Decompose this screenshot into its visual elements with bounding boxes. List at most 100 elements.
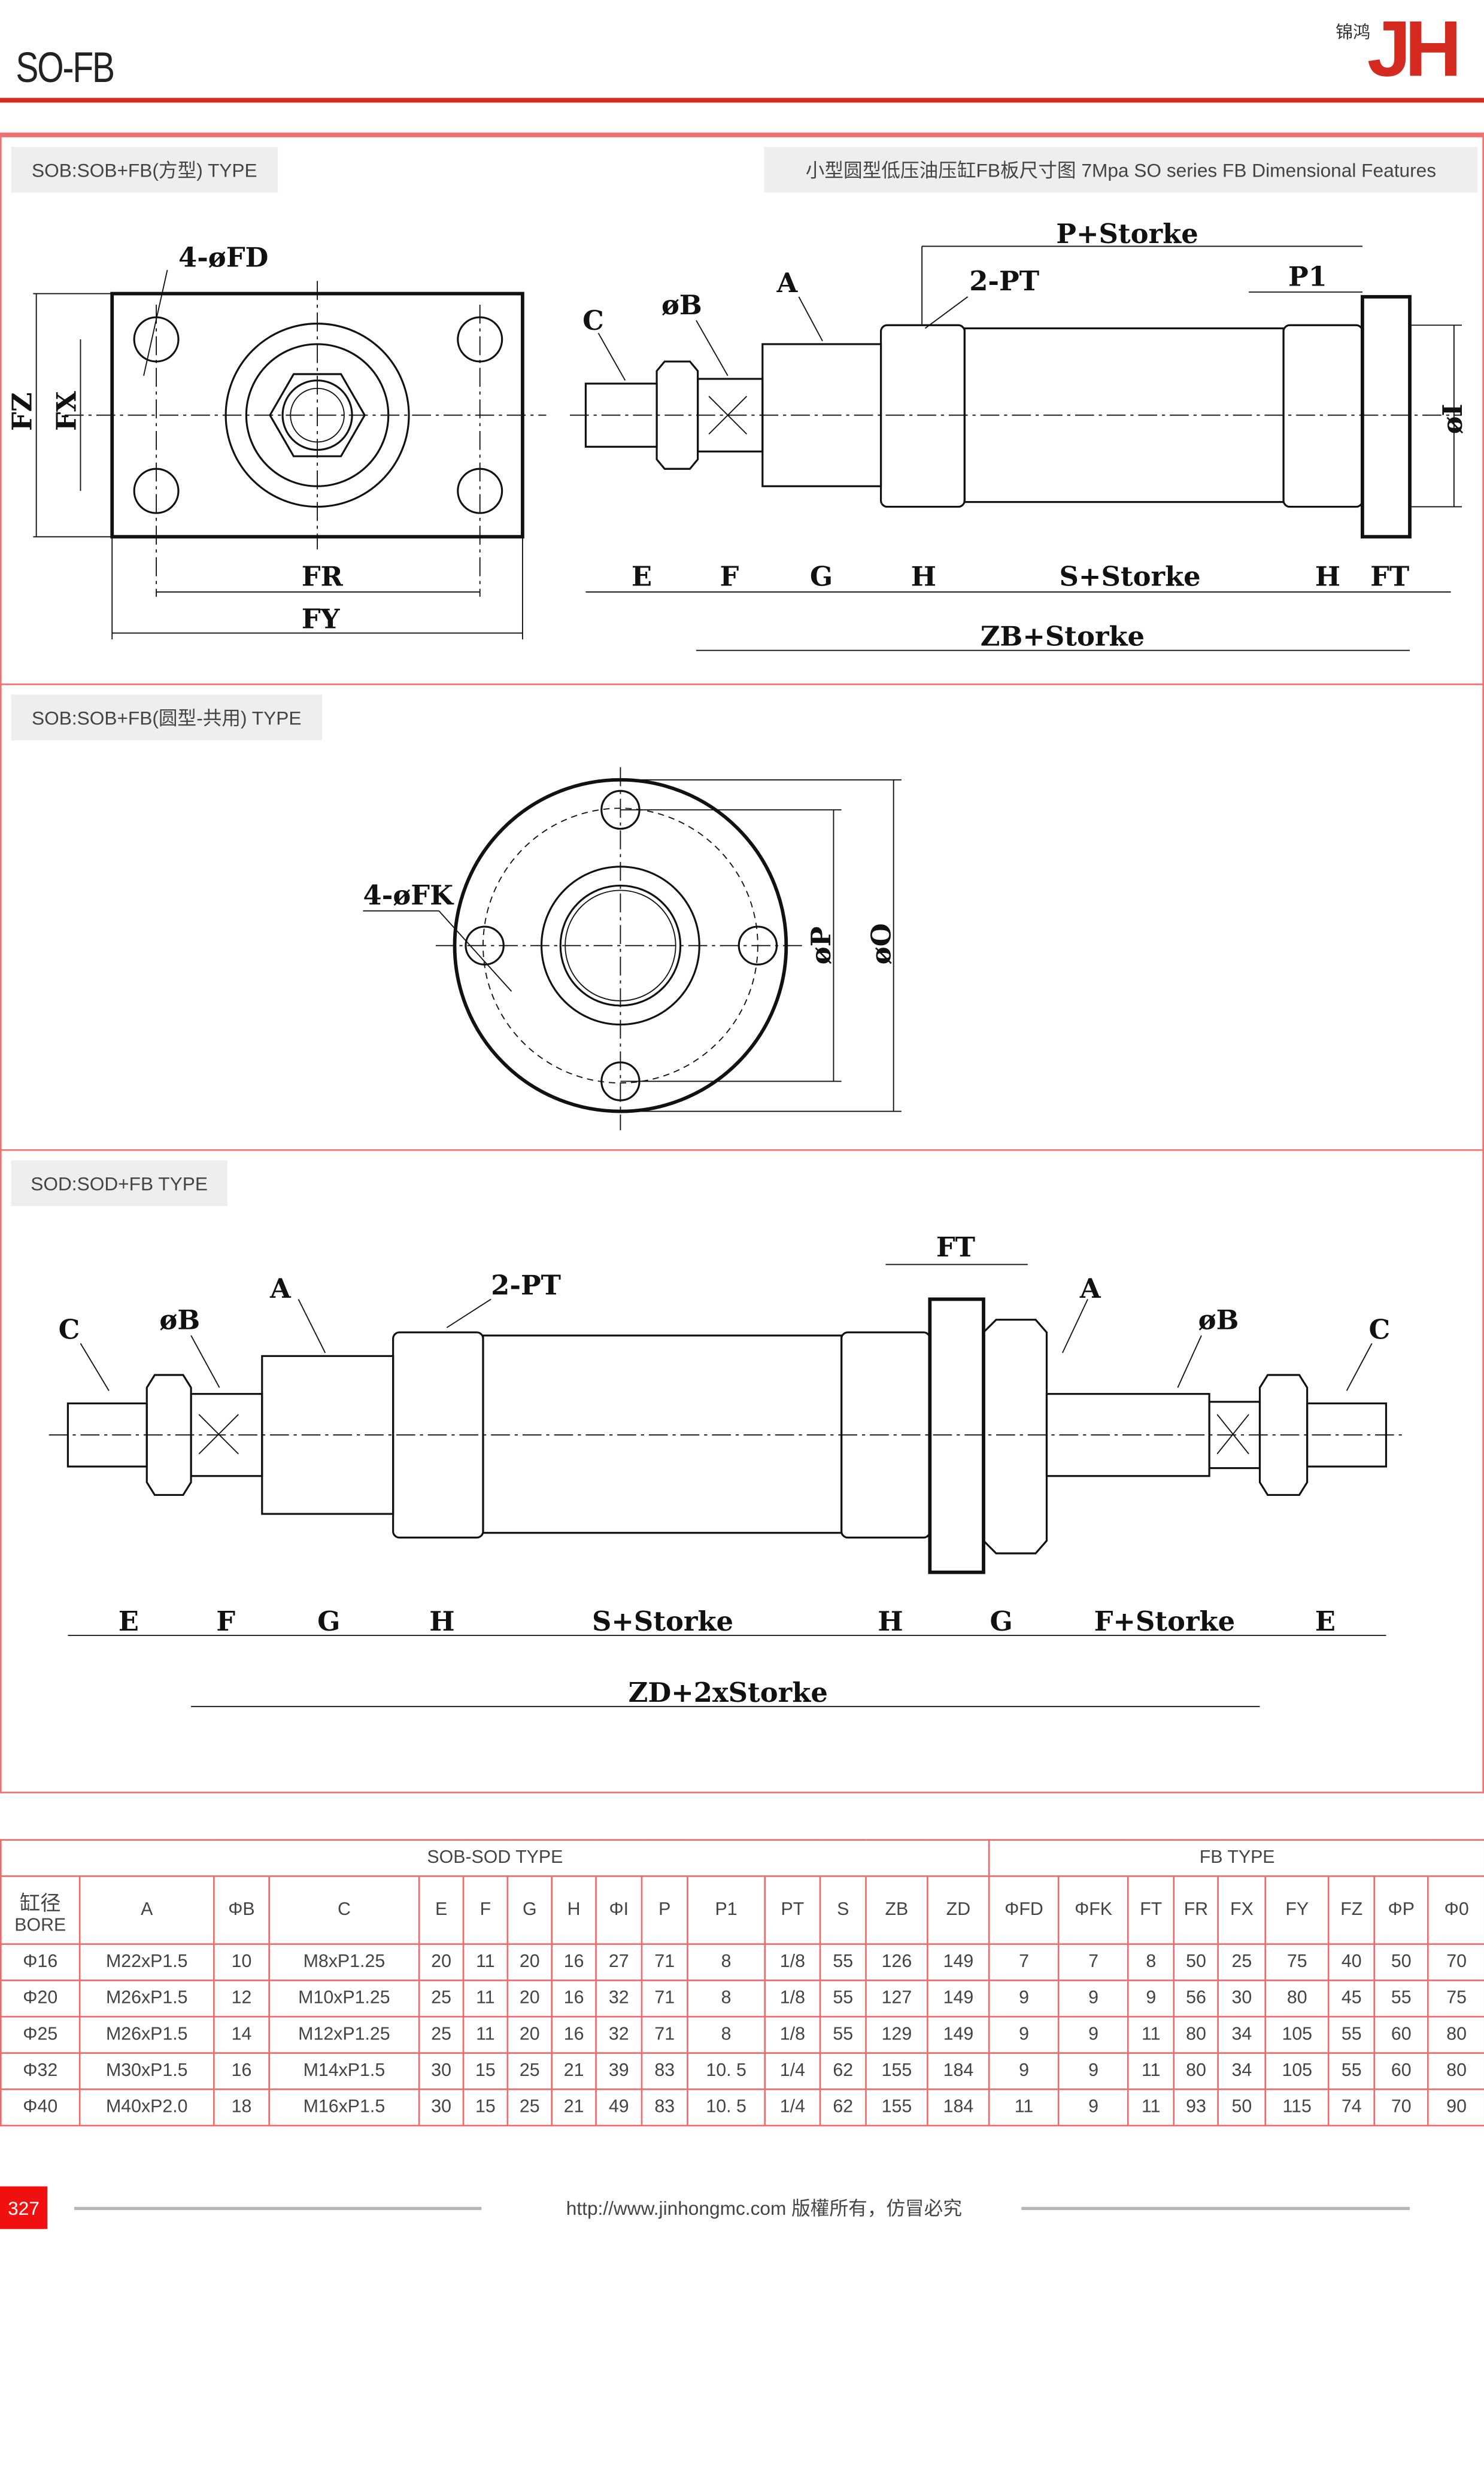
table-cell: 60	[1373, 2052, 1429, 2090]
table-cell: 60	[1373, 2015, 1429, 2054]
table-cell: 30	[418, 2089, 465, 2127]
table-cell: 21	[551, 2089, 597, 2127]
table-cell: 10	[213, 1943, 270, 1981]
column-header: P	[641, 1875, 688, 1945]
table-cell: 62	[819, 2089, 867, 2127]
table-cell: 126	[865, 1943, 928, 1981]
label-fx: FX	[51, 391, 83, 431]
table-cell: 39	[595, 2052, 643, 2090]
table-cell: M26xP1.5	[78, 2015, 215, 2054]
footer-copyright: http://www.jinhongmc.com 版權所有，仿冒必究	[566, 2197, 963, 2220]
column-header: FY	[1264, 1875, 1330, 1945]
section-label: SOB:SOB+FB(方型) TYPE	[11, 147, 278, 193]
table-cell: 149	[927, 2015, 990, 2054]
table-cell: 55	[819, 1943, 867, 1981]
table-cell: 105	[1264, 2015, 1330, 2054]
table-cell: 7	[988, 1943, 1060, 1981]
table-cell: 30	[1217, 1980, 1267, 2018]
bore-cell: Φ16	[0, 1943, 81, 1981]
page-number: 327	[0, 2186, 48, 2229]
table-cell: 127	[865, 1980, 928, 2018]
bore-cell: Φ20	[0, 1980, 81, 2018]
table-cell: M40xP2.0	[78, 2089, 215, 2127]
table-cell: 9	[1127, 1980, 1175, 2018]
label-fr: FR	[302, 560, 344, 592]
table-cell: 80	[1173, 2015, 1219, 2054]
table-cell: 149	[927, 1943, 990, 1981]
table-cell: 50	[1373, 1943, 1429, 1981]
section-round-flange: SOB:SOB+FB(圆型-共用) TYPE 4-øFK øP øO	[0, 683, 1484, 1151]
column-header: A	[78, 1875, 215, 1945]
bore-cell: Φ32	[0, 2052, 81, 2090]
table-cell: 83	[641, 2089, 688, 2127]
label-b-left: øB	[159, 1304, 200, 1336]
label-h: H	[911, 560, 936, 592]
square-flange-drawing: 4-øFD FZ FX FR FY C øB A 2	[7, 218, 1468, 652]
column-header: ΦB	[213, 1875, 270, 1945]
table-cell: 21	[551, 2052, 597, 2090]
table-cell: 70	[1373, 2089, 1429, 2127]
label-c: C	[582, 305, 604, 336]
label-h-left: H	[429, 1605, 454, 1637]
table-cell: 9	[1058, 2052, 1129, 2090]
column-header: ZB	[865, 1875, 928, 1945]
table-cell: 25	[1217, 1943, 1267, 1981]
bore-label-cn: 缸径	[19, 1890, 61, 1914]
label-4-fk: 4-øFK	[363, 879, 455, 911]
table-cell: 20	[506, 1943, 553, 1981]
table-cell: 10. 5	[687, 2089, 766, 2127]
table-cell: 55	[1328, 2015, 1376, 2054]
table-cell: 71	[641, 2015, 688, 2054]
label-a-left: A	[269, 1273, 292, 1304]
label-4-fd: 4-øFD	[178, 242, 268, 274]
table-cell: 11	[462, 1980, 509, 2018]
table-cell: 75	[1264, 1943, 1330, 1981]
column-header: H	[551, 1875, 597, 1945]
table-cell: 32	[595, 1980, 643, 2018]
table-cell: 27	[595, 1943, 643, 1981]
section-label: SOB:SOB+FB(圆型-共用) TYPE	[11, 694, 322, 740]
section-square-flange: SOB:SOB+FB(方型) TYPE 小型圆型低压油压缸FB板尺寸图 7Mpa…	[0, 132, 1484, 685]
table-cell: 55	[1373, 1980, 1429, 2018]
table-cell: 8	[687, 1943, 766, 1981]
table-cell: 80	[1264, 1980, 1330, 2018]
column-header: C	[268, 1875, 420, 1945]
brand-logo: 锦鸿 JH	[1336, 5, 1471, 93]
table-cell: 115	[1264, 2089, 1330, 2127]
table-cell: 56	[1173, 1980, 1219, 2018]
column-header: ΦP	[1373, 1875, 1429, 1945]
table-cell: M8xP1.25	[268, 1943, 420, 1981]
column-header: FX	[1217, 1875, 1267, 1945]
label-g: G	[810, 560, 833, 592]
group-header-sob-sod: SOB-SOD TYPE	[0, 1839, 990, 1877]
table-cell: 1/8	[764, 1943, 821, 1981]
column-header: E	[418, 1875, 465, 1945]
label-fz: FZ	[7, 392, 38, 431]
double-rod-drawing: C øB A 2-PT FT A øB C E F G H S+Storke H…	[48, 1231, 1407, 1708]
table-cell: 1/8	[764, 1980, 821, 2018]
table-cell: 18	[213, 2089, 270, 2127]
table-cell: 25	[418, 1980, 465, 2018]
table-cell: 50	[1173, 1943, 1219, 1981]
label-a-right: A	[1079, 1273, 1101, 1304]
bore-cell: Φ25	[0, 2015, 81, 2054]
table-cell: 32	[595, 2015, 643, 2054]
table-cell: 62	[819, 2052, 867, 2090]
label-ft: FT	[936, 1231, 975, 1263]
table-cell: 20	[418, 1943, 465, 1981]
table-cell: 55	[819, 1980, 867, 2018]
label-ft: FT	[1370, 560, 1409, 592]
table-cell: 11	[988, 2089, 1060, 2127]
table-cell: 9	[1058, 1980, 1129, 2018]
label-p-stroke: P+Storke	[1056, 218, 1198, 250]
table-cell: 9	[1058, 2015, 1129, 2054]
table-cell: 9	[988, 1980, 1060, 2018]
round-flange-drawing: 4-øFK øP øO	[363, 767, 902, 1131]
table-cell: 15	[462, 2052, 509, 2090]
